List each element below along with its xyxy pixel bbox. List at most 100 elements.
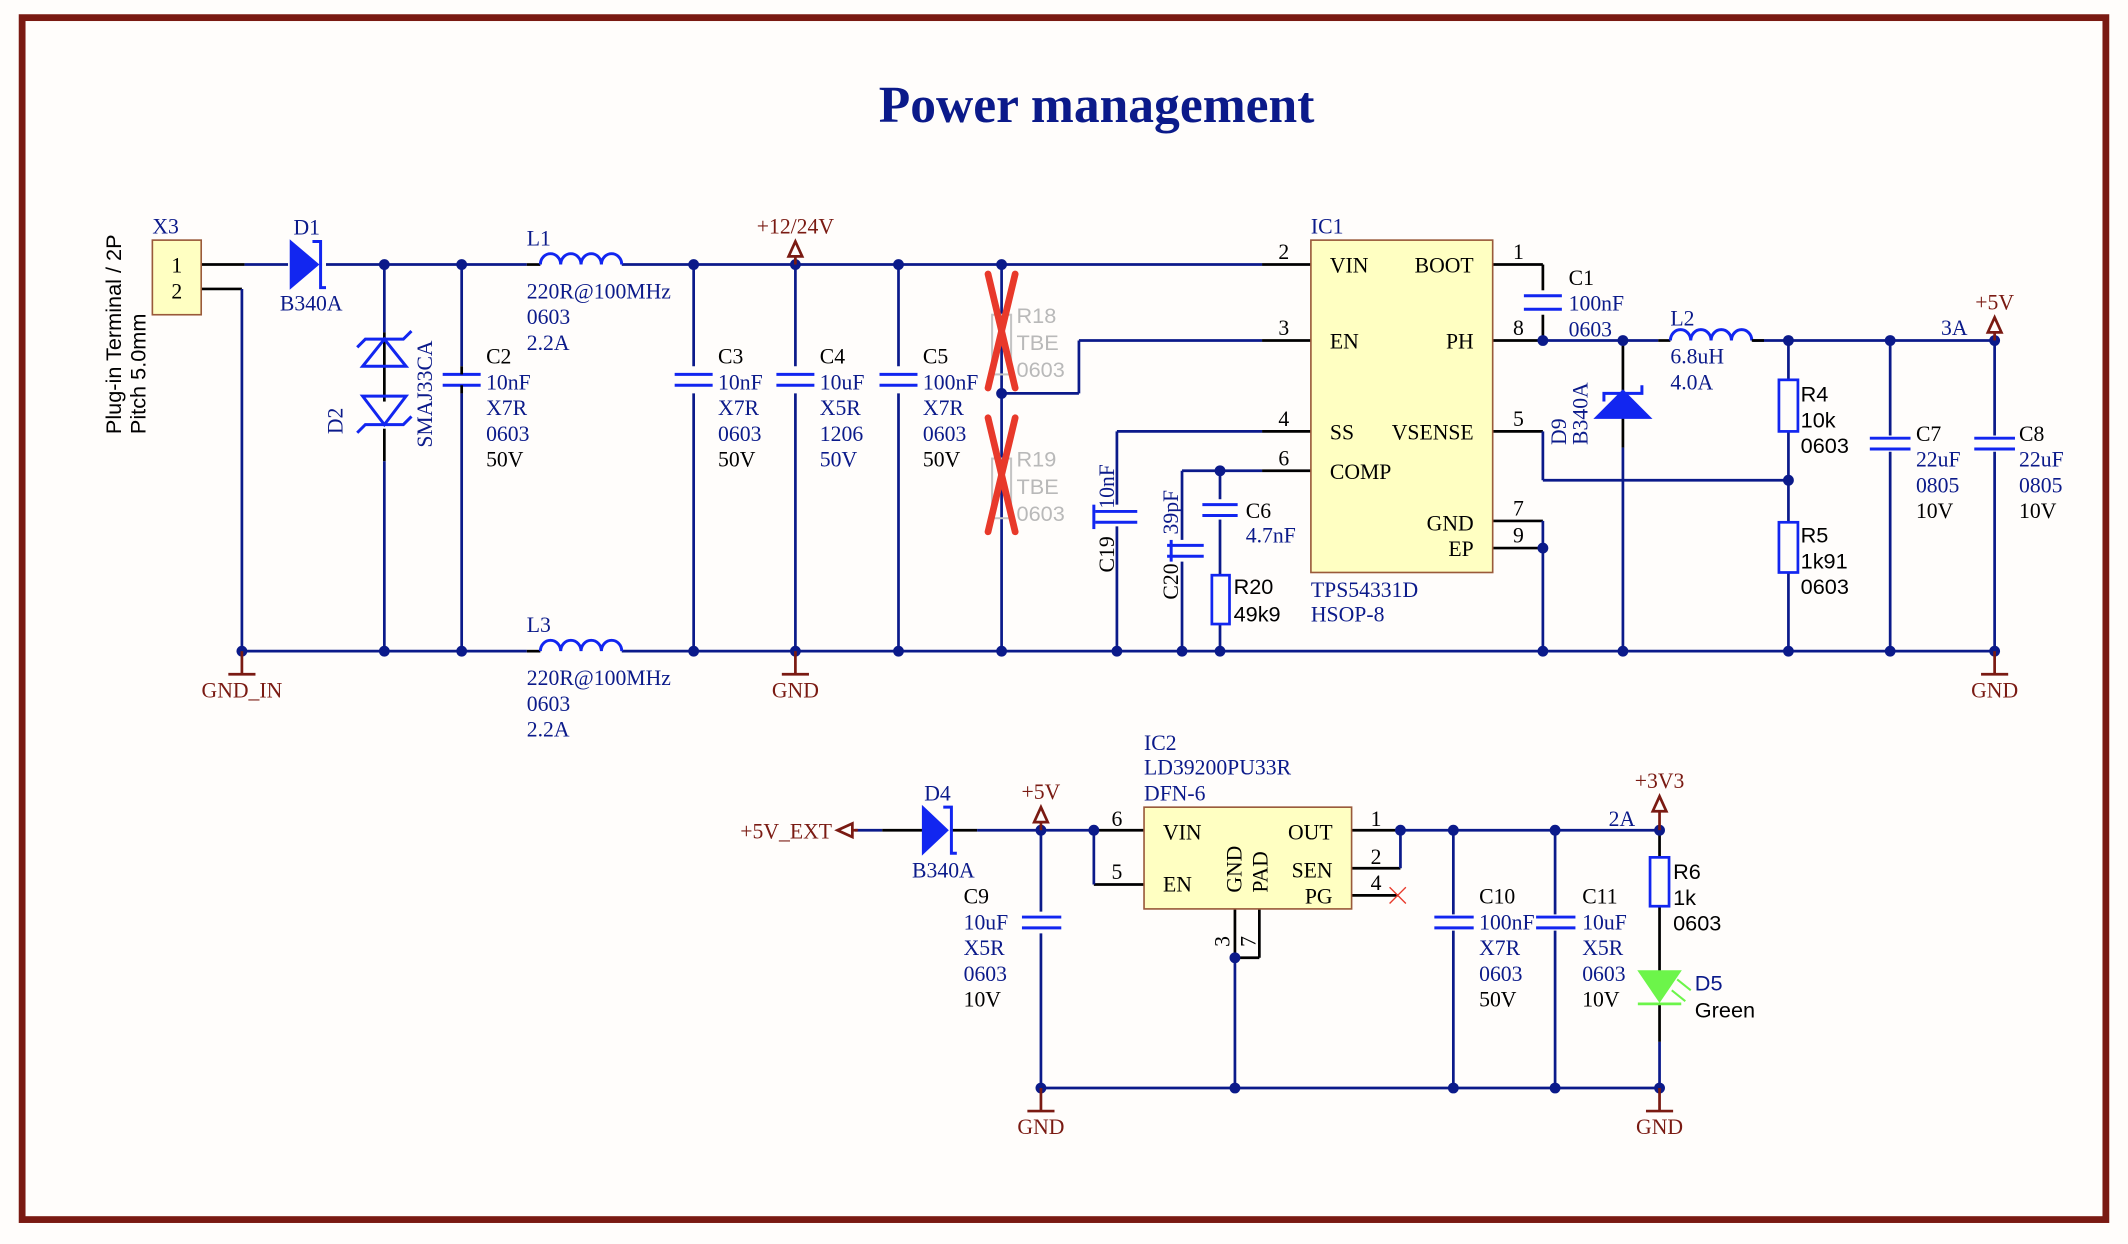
current-3v3-label: 2A <box>1609 807 1636 831</box>
d5-value: Green <box>1695 997 1755 1022</box>
d4-value: B340A <box>912 859 975 883</box>
gnd-in-symbol[interactable]: GND_IN <box>202 651 283 702</box>
capacitor-c8[interactable]: C8 22uF 0805 10V <box>1974 422 2064 523</box>
c5-voltage: 50V <box>923 448 961 472</box>
power-port-5v-bottom[interactable]: +5V <box>1022 780 1061 831</box>
c4-designator: C4 <box>820 345 845 369</box>
x3-designator: X3 <box>152 214 179 238</box>
capacitor-c2[interactable]: C2 10nF X7R 0603 50V <box>442 345 531 472</box>
ic2-pin-pad: PAD <box>1248 851 1272 892</box>
ic2-pin-sen: SEN <box>1292 859 1333 883</box>
inductor-l2[interactable]: L2 6.8uH 4.0A <box>1658 307 1765 395</box>
net-5v-ext-label: +5V_EXT <box>740 819 832 843</box>
capacitor-c7[interactable]: C7 22uF 0805 10V <box>1869 422 1961 523</box>
led-d5[interactable]: D5 Green <box>1637 970 1755 1022</box>
power-port-12-24v[interactable]: +12/24V <box>757 214 835 265</box>
c5-value: 100nF <box>923 370 978 394</box>
l2-current: 4.0A <box>1670 370 1713 394</box>
c19-designator: C19 <box>1095 536 1119 572</box>
c20-designator: C20 <box>1159 563 1183 599</box>
resistor-r19-dnp[interactable]: R19 TBE 0603 <box>984 414 1065 536</box>
l1-designator: L1 <box>527 227 551 251</box>
current-5v-label: 3A <box>1941 316 1968 340</box>
gnd-symbol-4[interactable]: GND <box>1636 1087 1683 1139</box>
d2-value: SMAJ33CA <box>413 340 437 448</box>
r6-designator: R6 <box>1673 859 1701 884</box>
c4-dielectric: X5R <box>820 396 862 420</box>
capacitor-c5[interactable]: C5 100nF X7R 0603 50V <box>879 345 979 472</box>
c3-dielectric: X7R <box>718 396 760 420</box>
c3-designator: C3 <box>718 345 743 369</box>
c6-designator: C6 <box>1246 499 1271 523</box>
c7-package: 0805 <box>1916 473 1959 497</box>
c2-designator: C2 <box>486 345 511 369</box>
capacitor-c1[interactable]: C1 100nF 0603 <box>1523 266 1624 342</box>
capacitor-c9[interactable]: C9 10uF X5R 0603 10V <box>964 884 1062 1012</box>
gnd-symbol-1[interactable]: GND <box>772 651 819 702</box>
ic1-pin-vsense: VSENSE <box>1392 421 1474 445</box>
capacitor-c19[interactable]: C19 10nF <box>1092 464 1138 572</box>
ic1-pin-num: 7 <box>1513 497 1524 521</box>
c3-value: 10nF <box>718 370 763 394</box>
d9-designator: D9 <box>1547 418 1571 445</box>
ic2-pin-num: 4 <box>1371 871 1382 895</box>
c6-value: 4.7nF <box>1246 524 1296 548</box>
ic2-pin-vin: VIN <box>1163 821 1202 845</box>
port-5v-ext[interactable]: +5V_EXT <box>740 819 858 843</box>
ic2-ld39200[interactable]: IC2 LD39200PU33R DFN-6 6 VIN 5 EN 1 OUT … <box>1111 731 1381 947</box>
r19-package: 0603 <box>1017 501 1065 526</box>
junctions-top <box>236 259 2001 657</box>
ic2-part: LD39200PU33R <box>1144 756 1292 780</box>
gnd-symbol-2[interactable]: GND <box>1971 651 2018 702</box>
resistor-r4[interactable]: R4 10k 0603 <box>1777 378 1849 458</box>
connector-x3[interactable]: 1 2 X3 Plug-in Terminal / 2P Pitch 5.0mm <box>101 214 203 434</box>
diode-d4[interactable]: D4 B340A <box>912 781 975 882</box>
c3-package: 0603 <box>718 422 761 446</box>
resistor-r20[interactable]: R20 49k9 <box>1210 573 1281 626</box>
ic1-pin-num: 9 <box>1513 524 1524 548</box>
capacitor-c10[interactable]: C10 100nF X7R 0603 50V <box>1434 884 1535 1012</box>
c4-value: 10uF <box>820 370 865 394</box>
l3-designator: L3 <box>527 613 551 637</box>
c20-value: 39pF <box>1159 490 1183 535</box>
diode-d2[interactable]: D2 SMAJ33CA <box>323 329 437 448</box>
ic1-pin-en: EN <box>1330 330 1359 354</box>
resistor-r6[interactable]: R6 1k 0603 <box>1648 856 1721 936</box>
l1-value: 220R@100MHz <box>527 279 671 303</box>
l3-package: 0603 <box>527 692 570 716</box>
d9-value: B340A <box>1569 382 1593 445</box>
c2-package: 0603 <box>486 422 529 446</box>
resistor-r18-dnp[interactable]: R18 TBE 0603 <box>984 270 1065 392</box>
c9-package: 0603 <box>964 962 1007 986</box>
inductor-l1[interactable]: L1 220R@100MHz 0603 2.2A <box>526 227 671 355</box>
capacitor-c6[interactable]: C6 4.7nF <box>1202 499 1296 548</box>
gnd-label: GND <box>1636 1115 1683 1139</box>
power-port-3v3[interactable]: +3V3 2A <box>1609 769 1685 831</box>
ic1-pin-num: 5 <box>1513 407 1524 431</box>
capacitor-c11[interactable]: C11 10uF X5R 0603 10V <box>1536 884 1627 1012</box>
diode-d9[interactable]: D9 B340A <box>1547 382 1653 445</box>
r6-package: 0603 <box>1673 911 1721 936</box>
capacitor-c20[interactable]: C20 39pF <box>1159 490 1204 600</box>
net-5v-label: +5V <box>1022 780 1061 804</box>
ic2-pin-num: 3 <box>1211 936 1235 947</box>
r5-package: 0603 <box>1801 574 1849 599</box>
ic1-pin-num: 6 <box>1278 446 1289 470</box>
capacitor-c3[interactable]: C3 10nF X7R 0603 50V <box>674 345 763 472</box>
ic1-pin-ss: SS <box>1330 421 1354 445</box>
diode-d1[interactable]: D1 B340A <box>280 216 343 316</box>
c2-dielectric: X7R <box>486 396 528 420</box>
resistor-r5[interactable]: R5 1k91 0603 <box>1777 520 1849 599</box>
gnd-symbol-3[interactable]: GND <box>1017 1087 1064 1139</box>
c7-value: 22uF <box>1916 448 1961 472</box>
c4-voltage: 50V <box>820 448 858 472</box>
net-vin-label: +12/24V <box>757 214 835 238</box>
l3-value: 220R@100MHz <box>527 666 671 690</box>
x3-description-1: Plug-in Terminal / 2P <box>101 234 126 434</box>
ic2-package: DFN-6 <box>1144 781 1206 805</box>
power-port-5v-top[interactable]: +5V 3A <box>1941 290 2014 341</box>
ic1-tps54331d[interactable]: IC1 TPS54331D HSOP-8 2 VIN 3 EN 4 SS 6 C… <box>1278 214 1524 626</box>
c10-voltage: 50V <box>1479 988 1517 1012</box>
capacitor-c4[interactable]: C4 10uF X5R 1206 50V <box>776 345 864 472</box>
c1-designator: C1 <box>1569 266 1594 290</box>
